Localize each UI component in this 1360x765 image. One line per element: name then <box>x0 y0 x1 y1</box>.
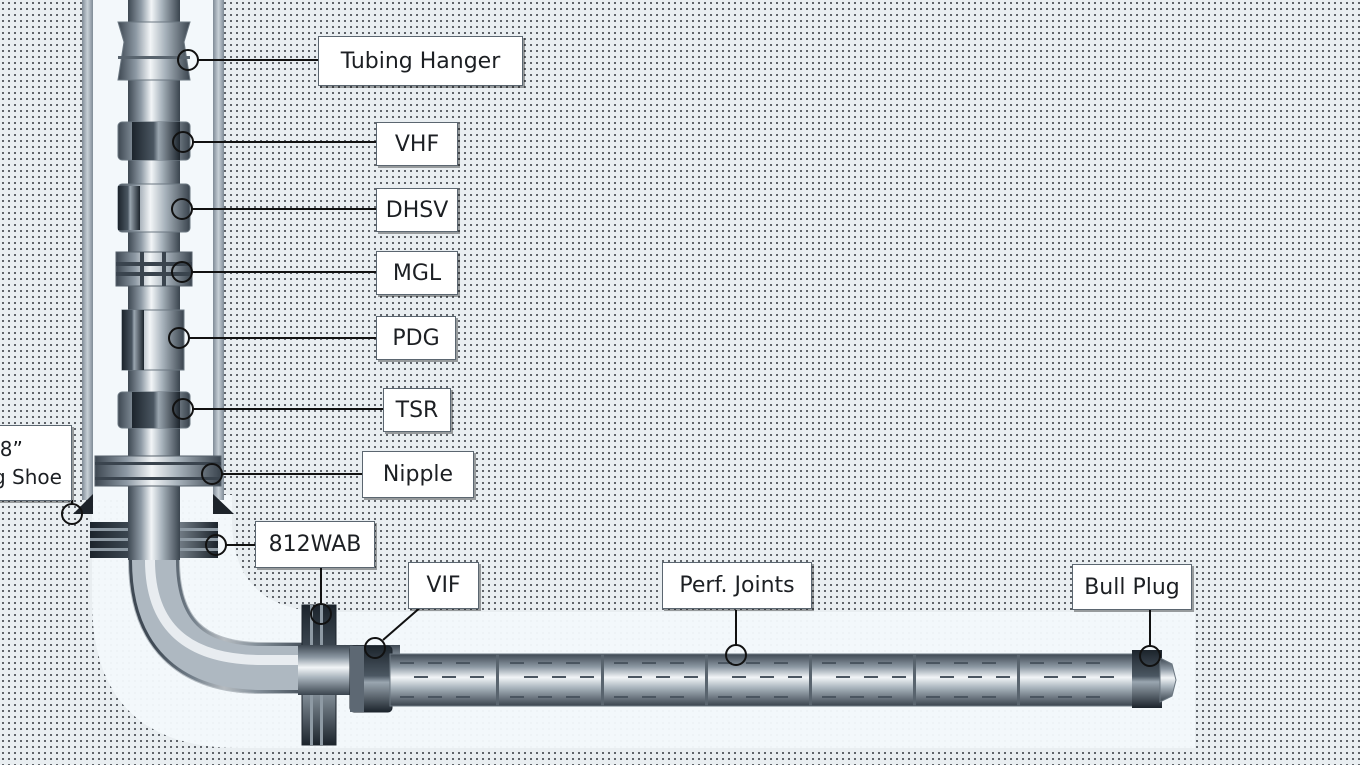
casing-wall-left <box>82 0 93 500</box>
label-tsr: TSR <box>383 388 451 432</box>
label-casing-shoe: /8” g Shoe <box>0 425 72 501</box>
wab-packer <box>90 520 218 560</box>
dhsv-component <box>117 183 191 233</box>
casing-shoe-right <box>213 494 234 514</box>
casing-shoe-size: /8” <box>0 437 23 461</box>
label-vhf: VHF <box>376 122 458 166</box>
pdg-component <box>121 309 185 371</box>
horizontal-packer <box>298 604 342 746</box>
vhf-component <box>117 121 191 161</box>
casing-wall-right <box>213 0 224 500</box>
tubing-hanger <box>117 21 191 81</box>
mgl-component <box>115 251 193 287</box>
nipple-component <box>94 455 222 487</box>
label-tubing-hanger: Tubing Hanger <box>318 36 523 86</box>
label-mgl: MGL <box>376 251 458 295</box>
label-nipple: Nipple <box>362 451 474 498</box>
label-812wab: 812WAB <box>255 521 375 568</box>
bull-plug <box>1132 650 1177 708</box>
vif-component <box>349 645 393 713</box>
label-vif: VIF <box>408 562 479 609</box>
label-bull-plug: Bull Plug <box>1072 564 1192 610</box>
casing-shoe-left <box>73 494 93 514</box>
label-perf-joints: Perf. Joints <box>662 562 812 609</box>
label-pdg: PDG <box>376 316 456 360</box>
casing-shoe-name: g Shoe <box>0 465 62 489</box>
leader-lines <box>61 49 1161 667</box>
label-dhsv: DHSV <box>376 188 458 232</box>
tsr-component <box>117 391 191 429</box>
perforated-joints <box>389 653 1136 707</box>
